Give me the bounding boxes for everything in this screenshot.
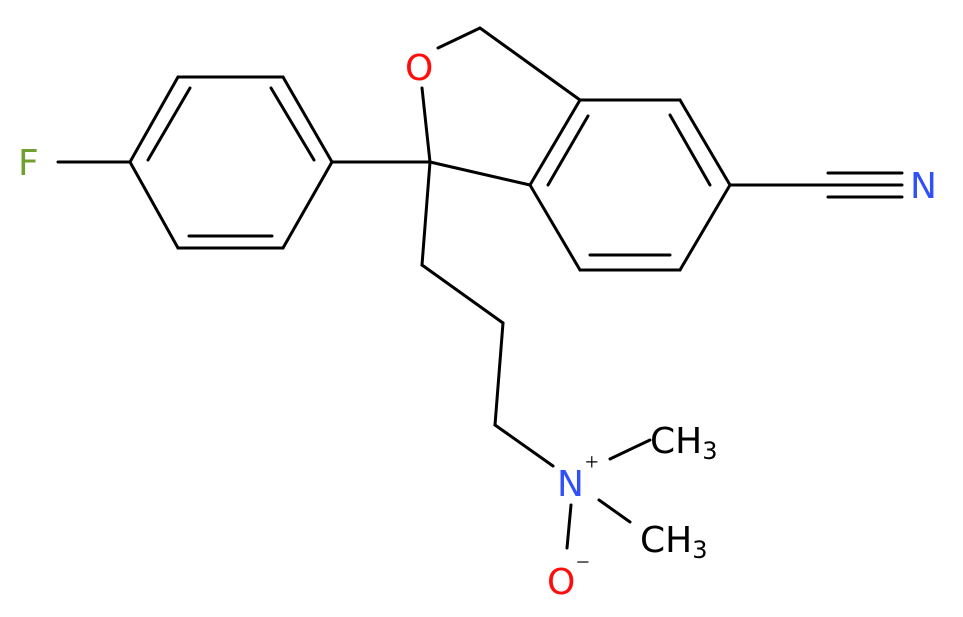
bond-ch2-c3a [478, 26, 582, 102]
ring-oxygen-atom: O [405, 48, 433, 89]
methyl-1-main: CH [650, 421, 702, 462]
bond-chain-2 [420, 263, 505, 325]
bond-bz-2-inner [668, 113, 712, 187]
methyl-2-main: CH [640, 520, 692, 561]
methyl-1-subscript: 3 [702, 437, 717, 465]
fluorine-atom: F [18, 143, 39, 184]
bond-fph-3 [281, 75, 334, 164]
methyl-1-label: CH3 [650, 421, 718, 465]
bond-n-me1 [608, 438, 652, 461]
bond-fph-6 [128, 160, 180, 250]
bond-o-ch2 [436, 26, 482, 50]
bond-bz-2 [678, 98, 732, 187]
amine-nitrogen-atom: N [557, 464, 584, 505]
bond-bz-5 [528, 183, 582, 272]
bond-c1-o [420, 86, 432, 164]
bond-n-me2 [597, 498, 632, 524]
bond-fph-1 [128, 75, 180, 164]
bond-n-o [565, 503, 573, 550]
bond-chain-1 [420, 160, 432, 267]
bond-bz-6-inner [546, 114, 590, 187]
bond-fph-4 [281, 160, 334, 250]
oxide-negative-charge: − [576, 550, 590, 576]
bond-c1-c7a [428, 160, 532, 187]
bond-bz-6 [528, 98, 582, 187]
oxide-oxygen-atom: O [547, 562, 575, 603]
nitrile-nitrogen-atom: N [910, 166, 937, 207]
bond-fph-3-inner [269, 86, 316, 162]
atom-labels: F O N CH3 CH3 N + O − [18, 48, 937, 603]
bond-fph-1-inner [146, 86, 192, 162]
bond-chain-4 [493, 423, 555, 468]
bonds [56, 26, 904, 550]
methyl-2-subscript: 3 [692, 536, 707, 564]
methyl-2-label: CH3 [640, 520, 708, 564]
amine-positive-charge: + [585, 450, 599, 476]
bond-chain-3 [493, 321, 505, 427]
bond-bz-3 [678, 183, 732, 272]
